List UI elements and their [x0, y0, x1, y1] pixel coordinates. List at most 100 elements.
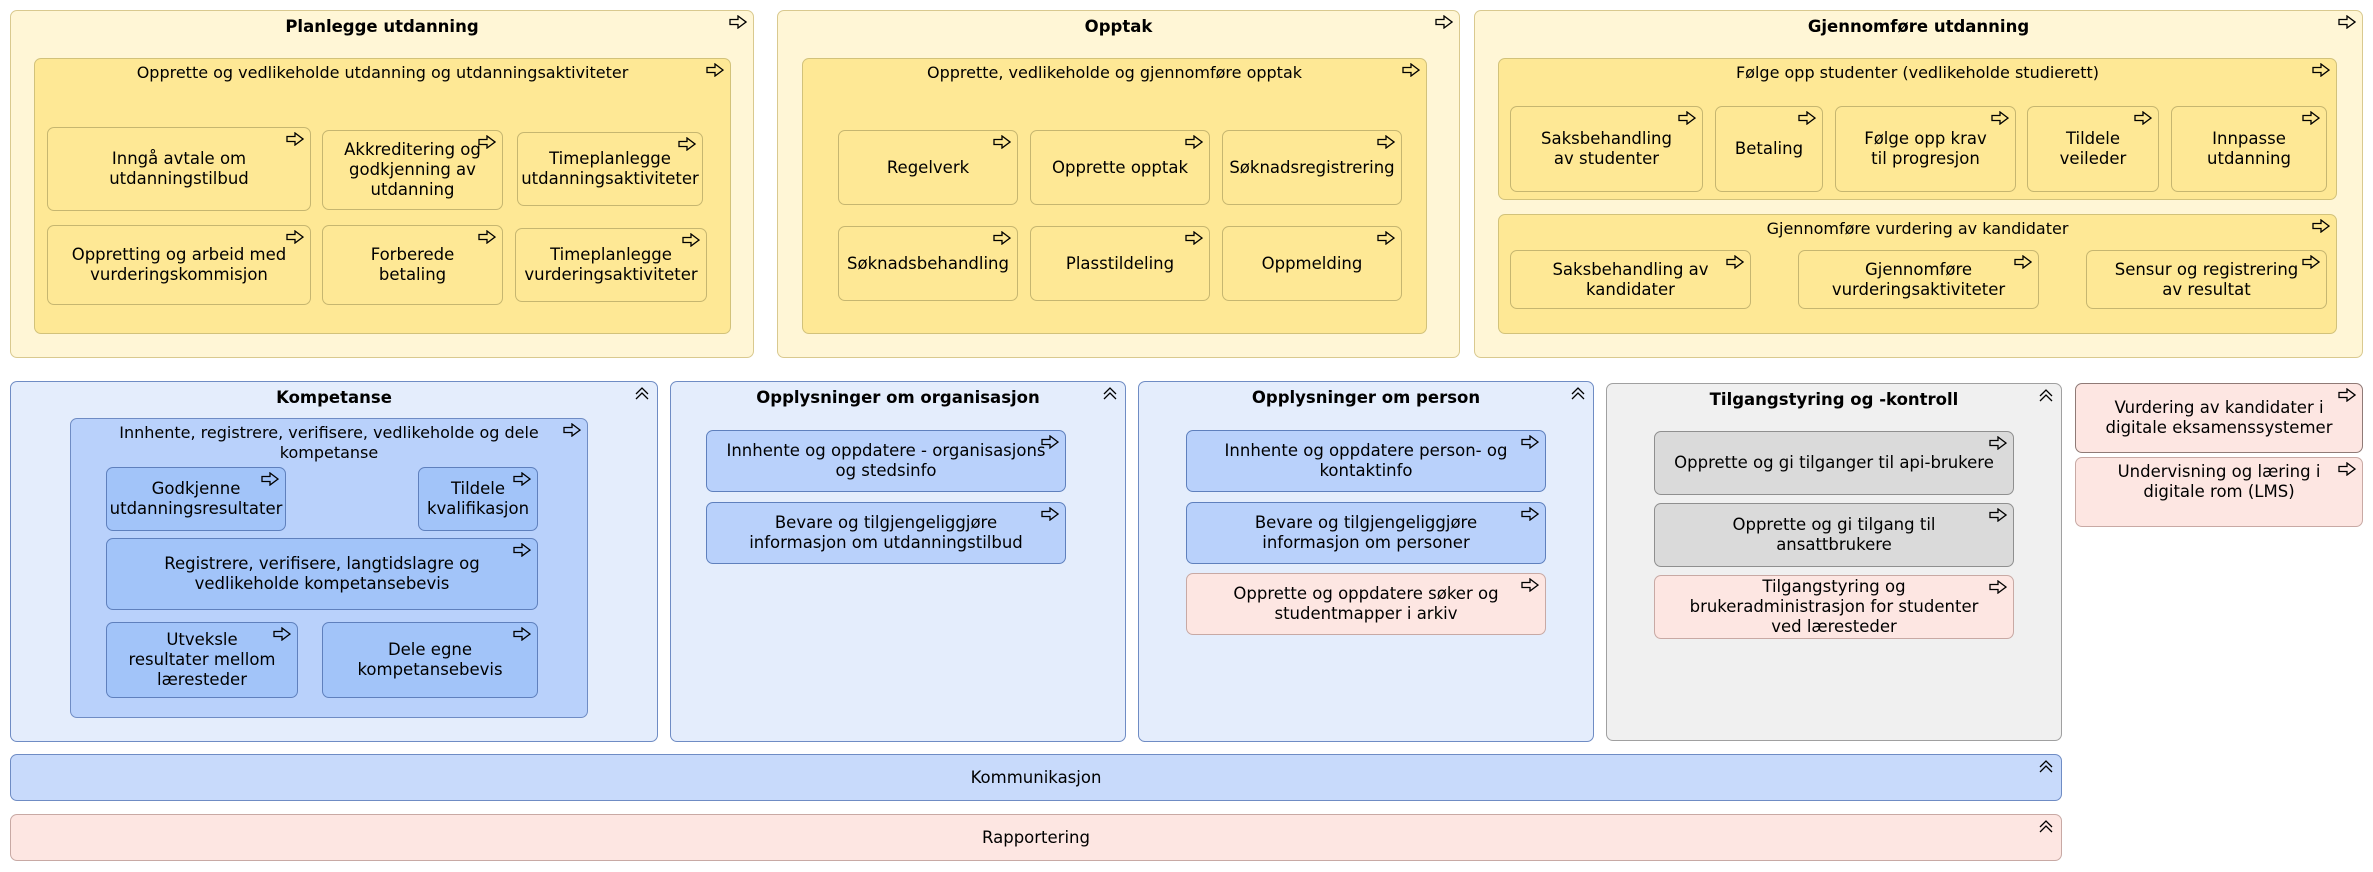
arrow-icon — [2014, 255, 2032, 269]
function-box[interactable]: Forberede betaling — [322, 225, 503, 305]
function-box[interactable]: Betaling — [1715, 106, 1823, 192]
arrow-icon — [1989, 436, 2007, 450]
function-box[interactable]: Akkreditering og godkjenning av utdannin… — [322, 130, 503, 210]
bar-label: Kommunikasjon — [970, 767, 1102, 787]
group-title: Planlegge utdanning — [285, 17, 479, 36]
function-box[interactable]: Registrere, verifisere, langtidslagre og… — [106, 538, 538, 610]
function-box[interactable]: Tilgangstyring og brukeradministrasjon f… — [1654, 575, 2014, 639]
function-box[interactable]: Godkjenne utdanningsresultater — [106, 467, 286, 531]
function-box[interactable]: Opprette opptak — [1030, 130, 1210, 205]
arrow-icon — [2312, 63, 2330, 77]
arrow-icon — [1377, 231, 1395, 245]
function-box[interactable]: Opprette og gi tilganger til api-brukere — [1654, 431, 2014, 495]
function-box[interactable]: Saksbehandling av studenter — [1510, 106, 1703, 192]
bar-rapportering[interactable]: Rapportering — [10, 814, 2062, 861]
arrow-icon — [678, 137, 696, 151]
bar-label: Rapportering — [982, 827, 1090, 847]
function-label: Timeplanlegge utdanningsaktiviteter — [521, 149, 699, 188]
function-box[interactable]: Tildele kvalifikasjon — [418, 467, 538, 531]
arrow-icon — [729, 15, 747, 29]
function-label: Tildele kvalifikasjon — [426, 479, 530, 518]
function-label: Opprette og gi tilganger til api-brukere — [1674, 453, 1994, 472]
function-box[interactable]: Gjennomføre vurderingsaktiviteter — [1798, 250, 2039, 309]
arrow-icon — [1041, 435, 1059, 449]
function-box[interactable]: Sensur og registrering av resultat — [2086, 250, 2327, 309]
function-label: Inngå avtale om utdanningstilbud — [109, 149, 249, 188]
arrow-icon — [286, 230, 304, 244]
subgroup-title: Gjennomføre vurdering av kandidater — [1766, 219, 2069, 238]
function-box[interactable]: Bevare og tilgjengeliggjøre informasjon … — [1186, 502, 1546, 564]
group-title: Kompetanse — [276, 388, 392, 407]
function-box[interactable]: Opprette og gi tilgang til ansattbrukere — [1654, 503, 2014, 567]
function-label: Gjennomføre vurderingsaktiviteter — [1831, 259, 2006, 299]
function-label: Saksbehandling av kandidater — [1552, 259, 1709, 299]
arrow-icon — [513, 472, 531, 486]
function-box[interactable]: Dele egne kompetansebevis — [322, 622, 538, 698]
arrow-icon — [2338, 15, 2356, 29]
arrow-icon — [1521, 507, 1539, 521]
function-box[interactable]: Regelverk — [838, 130, 1018, 205]
function-label: Opprette og gi tilgang til ansattbrukere — [1732, 515, 1936, 554]
function-box[interactable]: Oppmelding — [1222, 226, 1402, 301]
arrow-icon — [563, 423, 581, 437]
function-box[interactable]: Bevare og tilgjengeliggjøre informasjon … — [706, 502, 1066, 564]
function-box[interactable]: Timeplanlegge vurderingsaktiviteter — [515, 228, 707, 302]
function-label: Bevare og tilgjengeliggjøre informasjon … — [749, 513, 1023, 552]
function-label: Søknadsregistrering — [1229, 157, 1395, 177]
function-label: Tilgangstyring og brukeradministrasjon f… — [1689, 577, 1979, 636]
function-label: Søknadsbehandling — [847, 253, 1009, 273]
subgroup-title: Følge opp studenter (vedlikeholde studie… — [1735, 63, 2100, 82]
arrow-icon — [1798, 111, 1816, 125]
function-label: Akkreditering og godkjenning av utdannin… — [344, 140, 481, 199]
function-box[interactable]: Innpasse utdanning — [2171, 106, 2327, 192]
function-box[interactable]: Søknadsregistrering — [1222, 130, 1402, 205]
function-box[interactable]: Søknadsbehandling — [838, 226, 1018, 301]
group-title: Opptak — [1084, 17, 1153, 36]
arrow-icon — [2312, 219, 2330, 233]
chevron-up-icon — [2037, 388, 2055, 402]
bar-kommunikasjon[interactable]: Kommunikasjon — [10, 754, 2062, 801]
function-label: Forberede betaling — [370, 245, 455, 284]
function-box[interactable]: Undervisning og læring i digitale rom (L… — [2075, 457, 2363, 527]
function-label: Innhente og oppdatere - organisasjons og… — [726, 441, 1046, 480]
chevron-up-icon — [1569, 386, 1587, 400]
function-box[interactable]: Tildele veileder — [2027, 106, 2159, 192]
function-label: Innhente og oppdatere person- og kontakt… — [1224, 441, 1508, 480]
function-label: Regelverk — [886, 157, 970, 177]
arrow-icon — [513, 543, 531, 557]
function-box[interactable]: Inngå avtale om utdanningstilbud — [47, 127, 311, 211]
function-box[interactable]: Vurdering av kandidater i digitale eksam… — [2075, 383, 2363, 453]
function-box[interactable]: Opprette og oppdatere søker og studentma… — [1186, 573, 1546, 635]
arrow-icon — [1377, 135, 1395, 149]
function-box[interactable]: Innhente og oppdatere person- og kontakt… — [1186, 430, 1546, 492]
arrow-icon — [993, 231, 1011, 245]
arrow-icon — [1185, 135, 1203, 149]
function-label: Opprette opptak — [1051, 157, 1189, 177]
subgroup-title: Opprette, vedlikeholde og gjennomføre op… — [926, 63, 1303, 82]
arrow-icon — [286, 132, 304, 146]
group-title: Tilgangstyring og -kontroll — [1709, 390, 1959, 409]
arrow-icon — [478, 135, 496, 149]
arrow-icon — [682, 233, 700, 247]
function-label: Oppmelding — [1261, 253, 1363, 273]
arrow-icon — [706, 63, 724, 77]
chevron-up-icon — [2037, 819, 2055, 833]
arrow-icon — [2338, 462, 2356, 476]
function-label: Timeplanlegge vurderingsaktiviteter — [524, 245, 698, 284]
function-box[interactable]: Saksbehandling av kandidater — [1510, 250, 1751, 309]
arrow-icon — [1185, 231, 1203, 245]
function-box[interactable]: Plasstildeling — [1030, 226, 1210, 301]
arrow-icon — [513, 627, 531, 641]
group-title: Opplysninger om organisasjon — [756, 388, 1040, 407]
function-label: Følge opp krav til progresjon — [1864, 129, 1987, 168]
function-box[interactable]: Innhente og oppdatere - organisasjons og… — [706, 430, 1066, 492]
function-box[interactable]: Følge opp krav til progresjon — [1835, 106, 2016, 192]
chevron-up-icon — [2037, 759, 2055, 773]
function-label: Tildele veileder — [2059, 129, 2127, 168]
arrow-icon — [478, 230, 496, 244]
function-box[interactable]: Utveksle resultater mellom læresteder — [106, 622, 298, 698]
arrow-icon — [1989, 508, 2007, 522]
function-label: Oppretting og arbeid med vurderingskommi… — [71, 245, 287, 284]
function-box[interactable]: Timeplanlegge utdanningsaktiviteter — [517, 132, 703, 206]
function-box[interactable]: Oppretting og arbeid med vurderingskommi… — [47, 225, 311, 305]
